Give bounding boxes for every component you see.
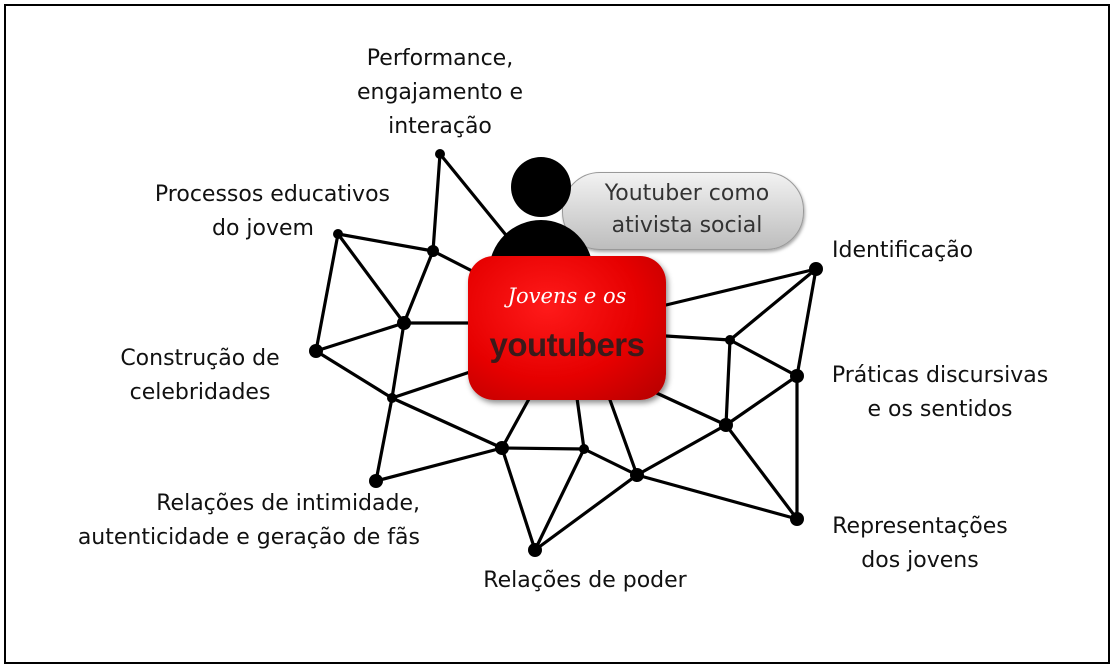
label-relacoes-poder: Relações de poder bbox=[483, 568, 687, 593]
network-nodes bbox=[309, 149, 823, 557]
center-main-text: youtubers bbox=[489, 326, 645, 363]
center-node bbox=[468, 256, 666, 400]
callout-text: Youtuber como ativista social bbox=[572, 178, 802, 242]
node bbox=[725, 335, 735, 345]
node bbox=[397, 316, 411, 330]
node-praticas bbox=[790, 369, 804, 383]
node-representacoes bbox=[790, 512, 804, 526]
node bbox=[495, 441, 509, 455]
node-processos bbox=[333, 229, 343, 239]
person-head-icon bbox=[511, 157, 571, 217]
label-praticas-discursivas: Práticas discursivas e os sentidos bbox=[831, 363, 1049, 422]
node bbox=[579, 444, 589, 454]
label-processos-educativos: Processos educativos do jovem bbox=[154, 182, 390, 241]
node-identificacao bbox=[809, 262, 823, 276]
node bbox=[427, 245, 439, 257]
callout-line: ativista social bbox=[611, 213, 763, 238]
node-relacoes-poder bbox=[528, 543, 542, 557]
center-script-text: Jovens e os bbox=[507, 284, 627, 308]
node-construcao bbox=[309, 344, 323, 358]
node-relacoes-intimidade bbox=[369, 474, 383, 488]
label-construcao-celebridades: Construção de celebridades bbox=[120, 346, 280, 405]
label-performance: Performance, engajamento e interação bbox=[356, 46, 524, 139]
callout-line: Youtuber como bbox=[604, 181, 770, 206]
label-identificacao: Identificação bbox=[832, 238, 974, 263]
callout-pill bbox=[562, 172, 804, 250]
node bbox=[387, 393, 397, 403]
node-performance bbox=[435, 149, 445, 159]
label-representacoes: Representações dos jovens bbox=[832, 514, 1008, 573]
node bbox=[630, 468, 644, 482]
node bbox=[719, 418, 733, 432]
label-relacoes-intimidade: Relações de intimidade, autenticidade e … bbox=[77, 491, 420, 550]
